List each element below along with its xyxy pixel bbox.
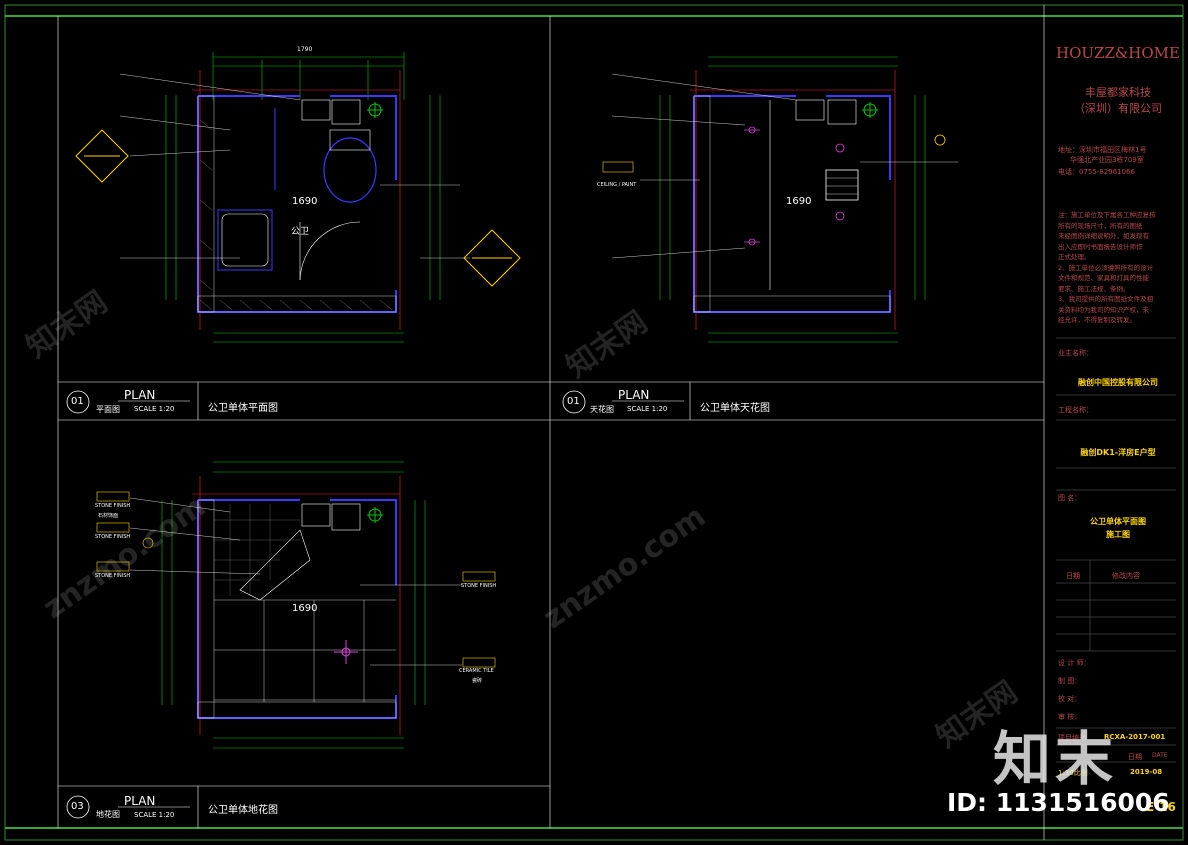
plan1-floor-plan bbox=[75, 52, 521, 343]
drawing-title-2: 施工图 bbox=[1106, 530, 1130, 539]
plan3-floor-pattern-plan bbox=[96, 461, 496, 749]
company-line1: 丰屋都家科技 bbox=[1085, 86, 1151, 99]
drawing-title-1: 公卫单体平面图 bbox=[1090, 517, 1146, 526]
plan3-stone-finish-3: STONE FINISH bbox=[95, 573, 131, 579]
note-line: 经允许，不得复制及转发。 bbox=[1058, 316, 1136, 324]
panel3-plan: PLAN bbox=[124, 794, 156, 808]
owner-label: 业主名称： bbox=[1058, 349, 1093, 357]
plan3-tile-label: CERAMIC TILE bbox=[459, 668, 494, 674]
project-name: 融创DK1-洋房E户型 bbox=[1080, 448, 1156, 457]
note-line: 所有的现场尺寸，所有的图纸 bbox=[1058, 221, 1143, 230]
titleblock-grid bbox=[1056, 337, 1176, 763]
sheet-border bbox=[4, 4, 1184, 841]
note-line: 要求、施工法规、条例。 bbox=[1058, 284, 1130, 293]
designer-label: 设 计 师： bbox=[1058, 659, 1091, 667]
note-line: 未经图例详细说明外，如发现有 bbox=[1058, 232, 1149, 240]
owner-name: 融创中国控股有限公司 bbox=[1078, 378, 1158, 387]
panel3-sub: 地花图 bbox=[96, 810, 120, 819]
panel2-title-bar bbox=[550, 381, 1044, 420]
panel1-scale: SCALE 1:20 bbox=[134, 405, 175, 413]
revision-col-header: 修改内容 bbox=[1112, 572, 1140, 580]
company-line2: （深圳）有限公司 bbox=[1074, 102, 1162, 115]
reviewer-label: 审 核： bbox=[1058, 713, 1082, 721]
plan2-area-label: 1690 bbox=[786, 196, 812, 207]
panel3-scale: SCALE 1:20 bbox=[134, 811, 175, 819]
panel3-label-circle bbox=[66, 795, 90, 819]
panel1-label-circle bbox=[66, 390, 90, 414]
plan2-ceiling-plan bbox=[602, 56, 958, 343]
address-line2: 华强北产业园3栋709室 bbox=[1070, 156, 1144, 164]
panel3-title: 公卫单体地花图 bbox=[208, 805, 278, 816]
panel1-number: 01 bbox=[71, 396, 84, 407]
plan3-stone-finish-4: STONE FINISH bbox=[461, 583, 497, 589]
drawing-label: 图 名： bbox=[1058, 494, 1082, 502]
plan3-tile-cn: 瓷砖 bbox=[472, 678, 483, 684]
note-line: 2、施工单位必须遵照所有的设计 bbox=[1058, 263, 1154, 272]
address-line1: 地址：深圳市福田区梅林1号 bbox=[1058, 146, 1147, 154]
project-no-label: 项目编号 bbox=[1058, 734, 1086, 742]
panel2-plan: PLAN bbox=[618, 388, 650, 402]
plan3-stone-finish-2: STONE FINISH bbox=[95, 534, 131, 540]
panel2-scale: SCALE 1:20 bbox=[627, 405, 668, 413]
phone: 电话：0755-82961066 bbox=[1058, 168, 1135, 176]
panel3-title-bar bbox=[58, 785, 550, 828]
note-line: 3、我司提供的所有图纸文件及相 bbox=[1058, 295, 1154, 303]
brand-name: HOUZZ&HOME bbox=[1056, 44, 1180, 62]
notes-block: 注：施工单位及下属各工种应复核 所有的现场尺寸，所有的图纸 未经图例详细说明外，… bbox=[1058, 210, 1178, 326]
plan1-room-label: 公卫 bbox=[291, 227, 310, 237]
date-value: 2019-08 bbox=[1130, 768, 1163, 776]
panel1-title: 公卫单体平面图 bbox=[208, 403, 278, 414]
panel2-label-circle bbox=[562, 390, 586, 414]
date-label: 日期 bbox=[1128, 753, 1142, 761]
image-id-text: ID: 1131516006 bbox=[947, 788, 1170, 817]
znzmo-logo: 知末 bbox=[993, 725, 1118, 793]
panel2-number: 01 bbox=[567, 396, 580, 407]
panel1-plan: PLAN bbox=[124, 388, 156, 402]
scale-label: 1:30比例 bbox=[1058, 769, 1088, 777]
sheet-number: E-16 bbox=[1146, 800, 1176, 814]
panel1-title-bar bbox=[58, 381, 550, 420]
date-col-header: 日期 bbox=[1066, 572, 1080, 580]
note-line: 关资料均为我司的知识产权，未 bbox=[1058, 305, 1149, 314]
date-en-label: DATE bbox=[1152, 752, 1168, 759]
checker-label: 校 对： bbox=[1058, 695, 1082, 703]
panel2-sub: 天花图 bbox=[590, 405, 614, 414]
project-label: 工程名称： bbox=[1058, 406, 1093, 414]
panel3-number: 03 bbox=[71, 801, 84, 812]
panel2-title: 公卫单体天花图 bbox=[700, 403, 770, 414]
plan3-stone-finish-1: STONE FINISH bbox=[95, 503, 131, 509]
note-line: 文件和规范、家具和灯具的性能 bbox=[1058, 274, 1149, 282]
plan2-ceiling-code: CEILING / PAINT bbox=[597, 182, 637, 188]
plan1-total-dim: 1790 bbox=[297, 46, 313, 53]
draftsman-label: 制 图： bbox=[1058, 677, 1082, 685]
project-no: RCXA-2017-001 bbox=[1104, 733, 1166, 741]
note-line: 出入应即时书面报告设计师作 bbox=[1058, 242, 1143, 251]
plan3-area-label: 1690 bbox=[292, 603, 318, 614]
plan1-area-label: 1690 bbox=[292, 196, 318, 207]
panel1-sub: 平面图 bbox=[96, 405, 120, 414]
note-line: 正式处理。 bbox=[1058, 253, 1091, 261]
note-line: 注：施工单位及下属各工种应复核 bbox=[1058, 211, 1156, 219]
plan3-stone-cn-1: 石材饰面 bbox=[98, 513, 119, 519]
